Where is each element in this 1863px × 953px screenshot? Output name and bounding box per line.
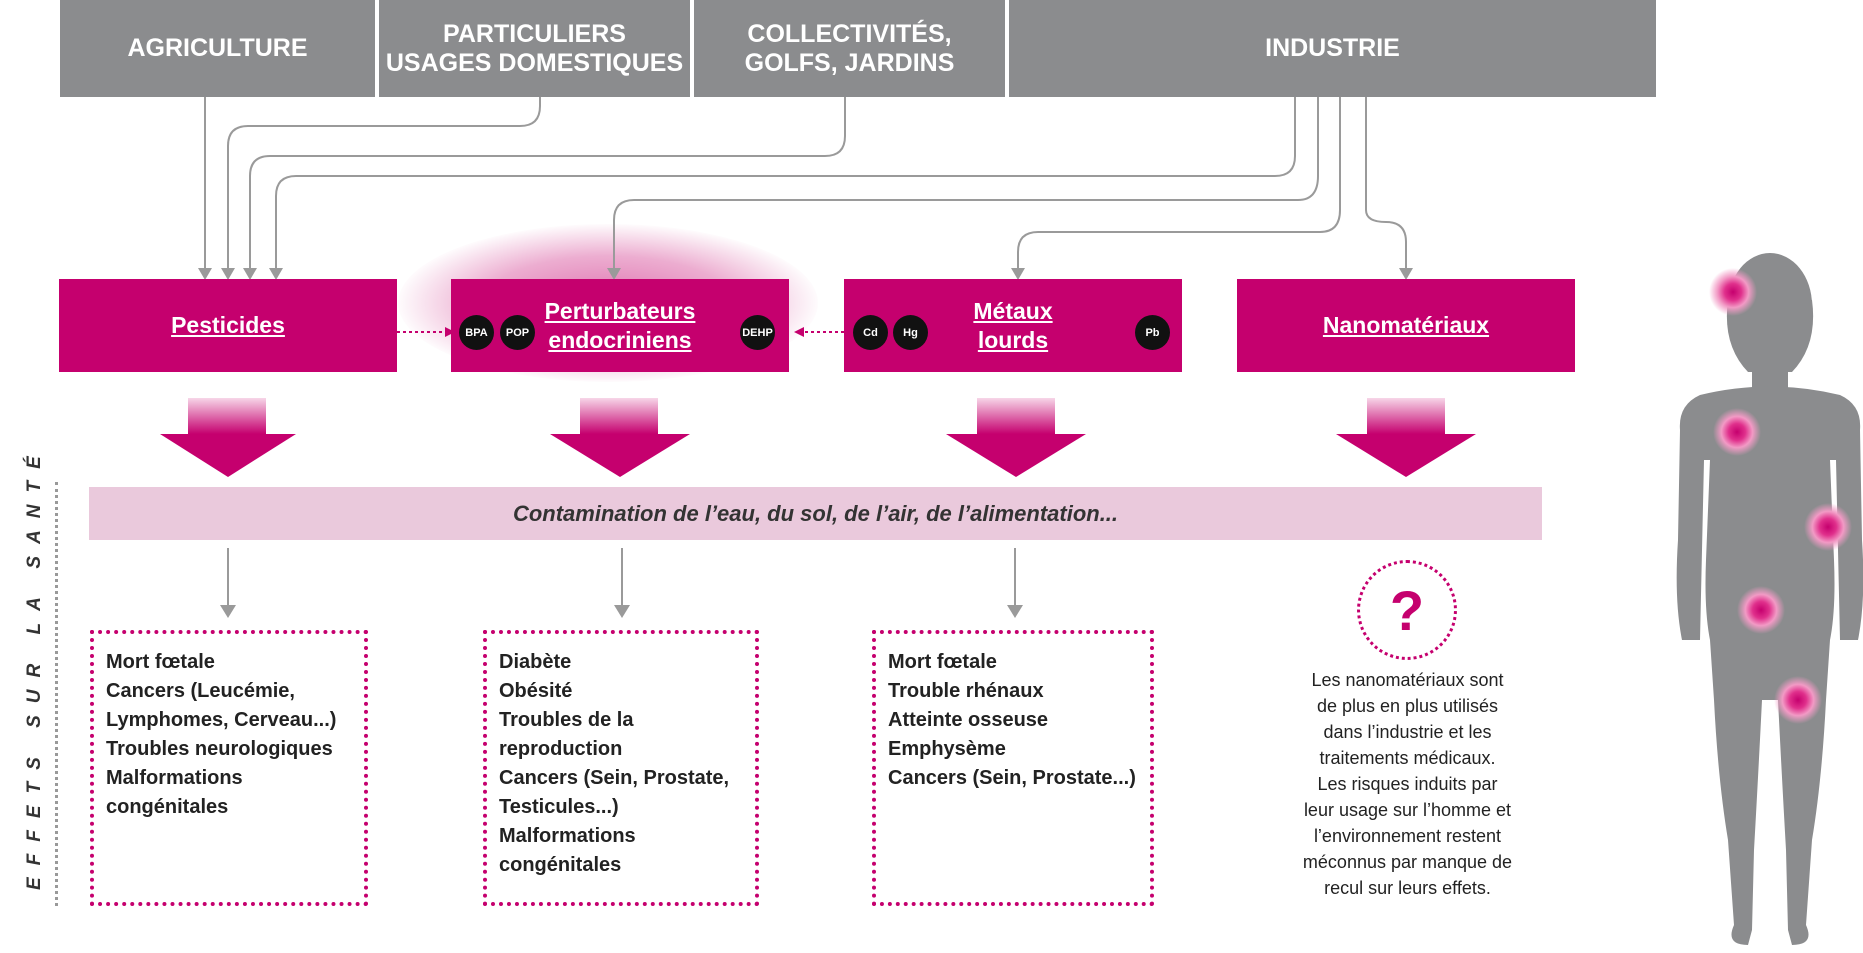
effect-line: Mort fœtale [106,651,215,673]
effect-line: congénitales [499,854,622,876]
category-metaux-label[interactable]: Métaux lourds [973,297,1053,353]
connector-industrie-nano [1365,97,1407,268]
source-particuliers: PARTICULIERS USAGES DOMESTIQUES [379,0,690,97]
effect-line: Malformations [106,767,243,789]
effect-line: Mort fœtale [888,651,997,673]
nano-note-line: de plus en plus utilisés [1316,696,1499,716]
effect-line: Cancers (Sein, Prostate...) [888,767,1136,789]
effect-line: Trouble rhénaux [888,680,1044,702]
nano-note-line: l’environnement restent [1313,826,1502,846]
effects-box-perturbateurs: Diabète Obésité Troubles de la reproduct… [483,630,759,906]
nano-note-line: Les nanomatériaux sont [1311,670,1504,690]
contamination-band: Contamination de l’eau, du sol, de l’air… [89,487,1542,540]
effect-line: Emphysème [888,738,1006,760]
side-label-effets-sante: EFFETS SUR LA SANTÉ [24,444,45,890]
connector-arrowheads [198,268,1413,618]
effect-line: Troubles neurologiques [106,738,333,760]
effect-line: Troubles de la [499,709,634,731]
nano-note-line: traitements médicaux. [1319,748,1496,768]
effects-box-metaux: Mort fœtale Trouble rhénaux Atteinte oss… [872,630,1154,906]
effect-line: Diabète [499,651,572,673]
side-label-divider [55,482,58,906]
category-perturbateurs-label[interactable]: Perturbateurs endocriniens [544,297,696,353]
source-agriculture: AGRICULTURE [60,0,375,97]
connector-particuliers [227,97,541,268]
effect-line: Cancers (Sein, Prostate, [499,767,730,789]
chemical-badge-pop: POP [500,315,535,350]
nano-note-line: Les risques induits par [1317,774,1498,794]
nanomateriaux-note: Les nanomatériaux sont de plus en plus u… [1270,667,1545,901]
nano-note-line: leur usage sur l’homme et [1303,800,1512,820]
connector-industrie-perturbateurs [613,97,1319,268]
nano-note-line: recul sur leurs effets. [1324,878,1491,898]
chemical-badge-cd: Cd [853,315,888,350]
question-mark-icon: ? [1357,560,1457,660]
effect-line: Lymphomes, Cerveau...) [106,709,337,731]
connector-industrie-metaux [1017,97,1341,268]
nano-note-line: dans l’industrie et les [1323,722,1492,742]
chemical-badge-bpa: BPA [459,315,494,350]
category-nanomateriaux[interactable]: Nanomatériaux [1237,279,1575,372]
effect-line: Testicules...) [499,796,619,818]
chemical-badge-dehp: DEHP [740,315,775,350]
source-industrie: INDUSTRIE [1009,0,1656,97]
effect-line: Malformations [499,825,636,847]
category-pesticides-label[interactable]: Pesticides [171,312,285,338]
effects-box-pesticides: Mort fœtale Cancers (Leucémie, Lymphomes… [90,630,368,906]
category-pesticides[interactable]: Pesticides [59,279,397,372]
dotted-link-heads [445,327,804,337]
nano-note-line: méconnus par manque de [1302,852,1513,872]
category-nanomateriaux-label[interactable]: Nanomatériaux [1322,312,1490,338]
source-collectivites: COLLECTIVITÉS, GOLFS, JARDINS [694,0,1005,97]
health-impact-dots [1709,268,1852,724]
connector-lines [204,97,1407,605]
big-arrows [160,398,1476,477]
chemical-badge-hg: Hg [893,315,928,350]
chemical-badge-pb: Pb [1135,315,1170,350]
effect-line: Atteinte osseuse [888,709,1049,731]
effect-line: congénitales [106,796,229,818]
connector-collectivites [249,97,846,268]
effect-line: Obésité [499,680,573,702]
effect-line: Cancers (Leucémie, [106,680,295,702]
effect-line: reproduction [499,738,623,760]
connector-industrie-pesticides [275,97,1296,268]
